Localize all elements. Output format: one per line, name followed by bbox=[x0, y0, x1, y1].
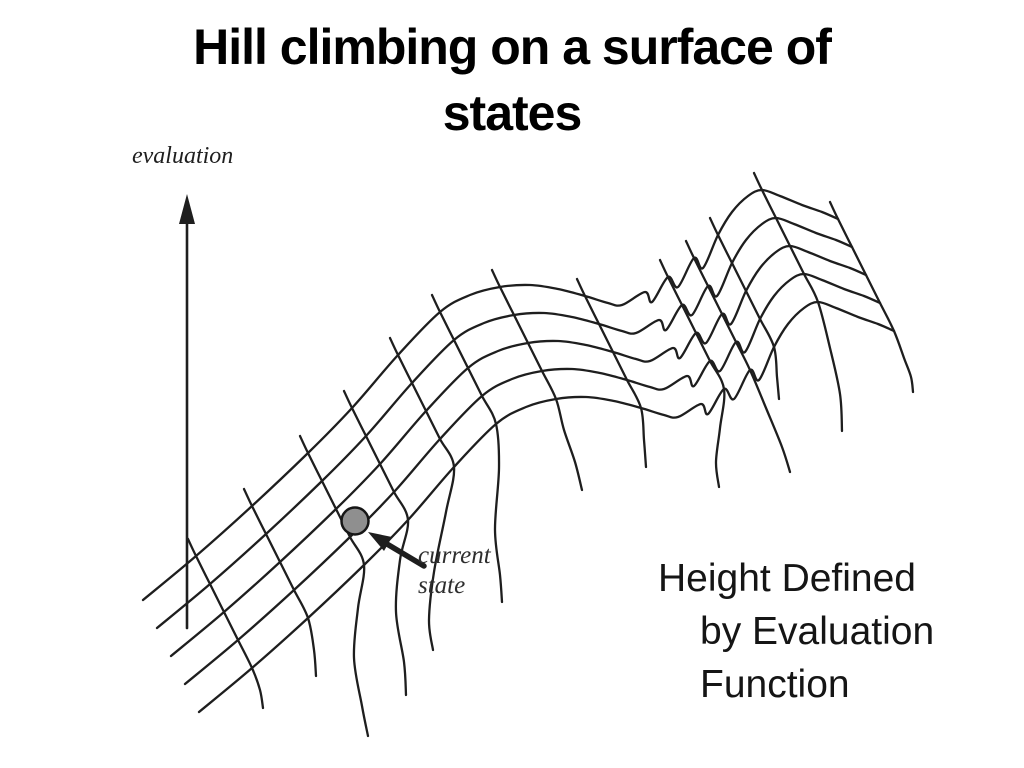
mesh-longitudinal-curve bbox=[169, 244, 868, 658]
pointer-arrow-line bbox=[384, 541, 427, 569]
caption-line-3: Function bbox=[700, 663, 850, 706]
caption-line-1: Height Defined bbox=[658, 557, 916, 600]
annotation-layer bbox=[340, 506, 427, 569]
mesh-longitudinal-curve bbox=[197, 300, 896, 714]
mesh-longitudinal-curve bbox=[183, 272, 882, 686]
mesh-longitudinal-curve bbox=[141, 188, 840, 602]
mesh-transverse-curve bbox=[708, 216, 781, 401]
caption-text: Height Defined by Evaluation Function bbox=[658, 552, 934, 711]
slide-title-line-2: states bbox=[442, 85, 583, 141]
axis-arrowhead-icon bbox=[179, 194, 195, 224]
mesh-transverse-curve bbox=[342, 389, 410, 697]
mesh-transverse-curve bbox=[752, 171, 844, 433]
slide-title: Hill climbing on a surface of states bbox=[0, 14, 1024, 146]
mesh-transverse-curve bbox=[242, 487, 318, 678]
mesh-transverse-curve bbox=[186, 537, 265, 710]
evaluation-axis-layer bbox=[179, 194, 195, 630]
mesh-transverse-curve bbox=[388, 336, 456, 652]
current-state-label: current state bbox=[418, 542, 491, 599]
mesh-transverse-curve bbox=[430, 293, 504, 604]
mesh-transverse-curve bbox=[658, 258, 726, 489]
slide-title-line-1: Hill climbing on a surface of bbox=[193, 19, 832, 75]
caption-line-2: by Evaluation bbox=[700, 610, 935, 653]
mesh-transverse-curve bbox=[575, 277, 648, 469]
mesh-transverse-curve bbox=[828, 200, 915, 394]
evaluation-axis-label: evaluation bbox=[132, 143, 234, 169]
mesh-transverse-curve bbox=[684, 239, 792, 474]
mesh-transverse-curve bbox=[298, 434, 370, 738]
current-state-dot bbox=[340, 506, 370, 536]
pointer-arrowhead-icon bbox=[368, 532, 392, 551]
mesh-transverse-curve bbox=[490, 268, 584, 492]
mesh-longitudinal-curve bbox=[155, 216, 854, 630]
surface-mesh-layer bbox=[141, 171, 915, 738]
